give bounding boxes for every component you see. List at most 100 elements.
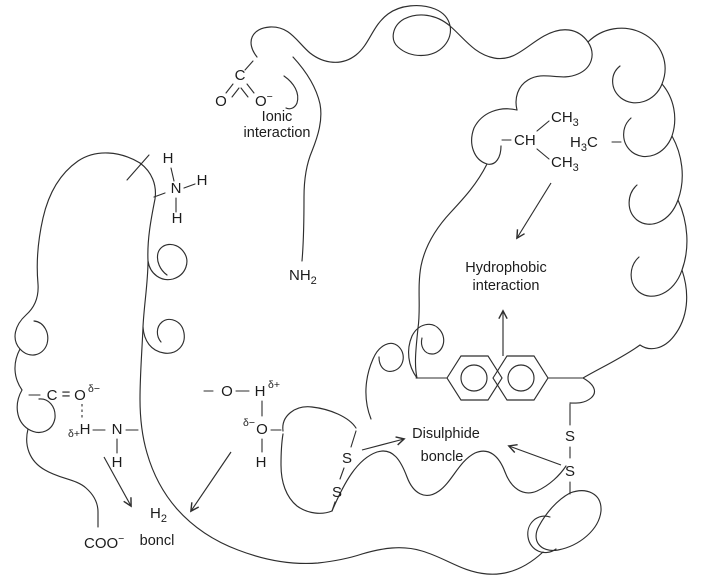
ammonium-bond-right [183, 183, 196, 189]
annotation-arrows [103, 182, 562, 513]
ch3-top: CH3 [551, 109, 579, 129]
chain-bottom-right-curl [527, 515, 557, 554]
carbonyl-c: C [47, 387, 58, 404]
c-o-single-bond-1 [246, 83, 255, 94]
disulfide-right-group: S S [565, 403, 575, 495]
c-chain-bond [244, 60, 254, 71]
hydroxyl-acceptor-delta-minus: δ− [243, 417, 255, 429]
carbonyl-o: O [74, 387, 86, 404]
hydroxyl-donor-h: H [255, 383, 266, 400]
ammonium-h-top: H [163, 150, 174, 167]
arrow-left-ss-to-disulphide [361, 436, 406, 451]
ss-left-s-top: S [342, 450, 352, 467]
ss-left-dash [339, 467, 345, 480]
h2-bond-label-group: H2 boncl COO− [84, 505, 174, 552]
chain-left-edge [14, 152, 141, 356]
carboxylate-o-double: O [215, 93, 227, 110]
benzene-hexagon-left [446, 355, 503, 401]
ch-label: CH [514, 132, 536, 149]
chain-loop-a [147, 243, 188, 281]
chain-center-descender [414, 163, 488, 379]
hydroxyl-acceptor-o: O [256, 421, 268, 438]
chain-bottom-right-blob [535, 490, 602, 551]
carbonyl-delta-minus: δ− [88, 383, 100, 395]
hydroxyl-acceptor-h: H [256, 454, 267, 471]
arrow-ch3-to-hydrophobic [516, 182, 552, 240]
amide-n: N [112, 421, 123, 438]
ammonium-bond-chain [153, 192, 166, 198]
polypeptide-chains [14, 4, 688, 575]
amide-delta-plus: δ+ [68, 428, 80, 440]
ammonium-group: H N H H [153, 150, 208, 227]
hydrogen-bond-group: C = O δ− δ+ H N H [28, 383, 139, 471]
chain-mid-wave [331, 450, 567, 512]
h2-bond-word: boncl [140, 533, 175, 549]
hydroxyl-donor-delta-plus: δ+ [268, 379, 280, 391]
isopropyl-group: CH CH3 CH3 H3C [501, 109, 622, 174]
ss-right-s-bottom: S [565, 463, 575, 480]
chain-benzene-to-disulfide [569, 377, 596, 404]
hydroxyl-groups: O H δ+ δ− O H [203, 379, 282, 471]
chain-top-left [250, 4, 593, 111]
disulphide-label-line1: Disulphide [412, 426, 480, 442]
ss-left-bottom-connector [331, 501, 336, 512]
arrow-right-ss-to-disulphide [507, 444, 562, 466]
chain-bottom-wave [361, 547, 544, 575]
ch-ch3-bottom-bond [536, 148, 550, 160]
amide-h-below: H [112, 454, 123, 471]
benzene-circle-left [460, 364, 488, 392]
disulfide-left-group: S S [331, 430, 357, 512]
c-o-double-bond-1 [225, 83, 234, 94]
c-o-single-bond-2 [240, 87, 249, 98]
ss-left-top-connector [350, 430, 357, 448]
chain-curl-left-of-benzene-2 [407, 323, 445, 379]
carboxylate-top-group: C O O− Ionic interaction [215, 60, 311, 141]
h3c-label: H3C [570, 134, 598, 154]
coo-terminal: COO− [84, 533, 124, 552]
hydrophobic-interaction-label: Hydrophobic interaction [465, 260, 546, 294]
chain-right-loop-1 [587, 27, 666, 104]
chain-nh2-strand [292, 56, 322, 262]
benzene-rings [415, 355, 583, 401]
disulphide-label-line2: boncle [421, 449, 464, 465]
ionic-interaction-label-line1: Ionic [262, 109, 293, 125]
nh2-terminal: NH2 [289, 267, 317, 287]
carbonyl-equals: = [62, 386, 71, 403]
ammonium-bond-top [170, 167, 175, 182]
hydrophobic-label-line1: Hydrophobic [465, 260, 546, 276]
arrow-amide-to-hbond [103, 456, 132, 508]
carboxylate-c: C [235, 67, 246, 84]
chain-right-loop-3 [628, 135, 683, 225]
ss-left-s-bottom: S [332, 484, 342, 501]
chain-loop-b [142, 318, 185, 354]
chain-curl-left-of-benzene-1 [365, 342, 404, 420]
hydroxyl-donor-o: O [221, 383, 233, 400]
chain-isopropyl-loop [471, 108, 518, 165]
ionic-interaction-label-line2: interaction [244, 125, 311, 141]
chain-right-loop-4 [630, 199, 688, 297]
chain-ionic-hook [283, 75, 299, 110]
arrow-hydroxyl-to-hbond [190, 451, 232, 513]
ch3-bottom: CH3 [551, 154, 579, 174]
hydrophobic-label-line2: interaction [473, 278, 540, 294]
ammonium-n: N [171, 180, 182, 197]
disulphide-bond-label: Disulphide boncle [412, 426, 480, 465]
carboxylate-o-minus: O− [255, 91, 273, 110]
benzene-circle-right [507, 364, 535, 392]
chain-blob-top [282, 406, 357, 432]
chain-to-coo [26, 428, 99, 528]
chain-tick-mark [126, 154, 150, 181]
amide-h: H [80, 421, 91, 438]
h2-label: H2 [150, 505, 167, 525]
chain-right-loop-2 [623, 83, 676, 157]
chain-right-descender [582, 269, 688, 379]
ss-right-s-top: S [565, 428, 575, 445]
benzene-hexagon-right [492, 355, 549, 401]
ammonium-h-right: H [197, 172, 208, 189]
ch-ch3-top-bond [536, 120, 550, 132]
ammonium-h-bottom: H [172, 210, 183, 227]
chain-blob-bottom [280, 433, 333, 514]
chain-amine-descender [139, 162, 363, 564]
